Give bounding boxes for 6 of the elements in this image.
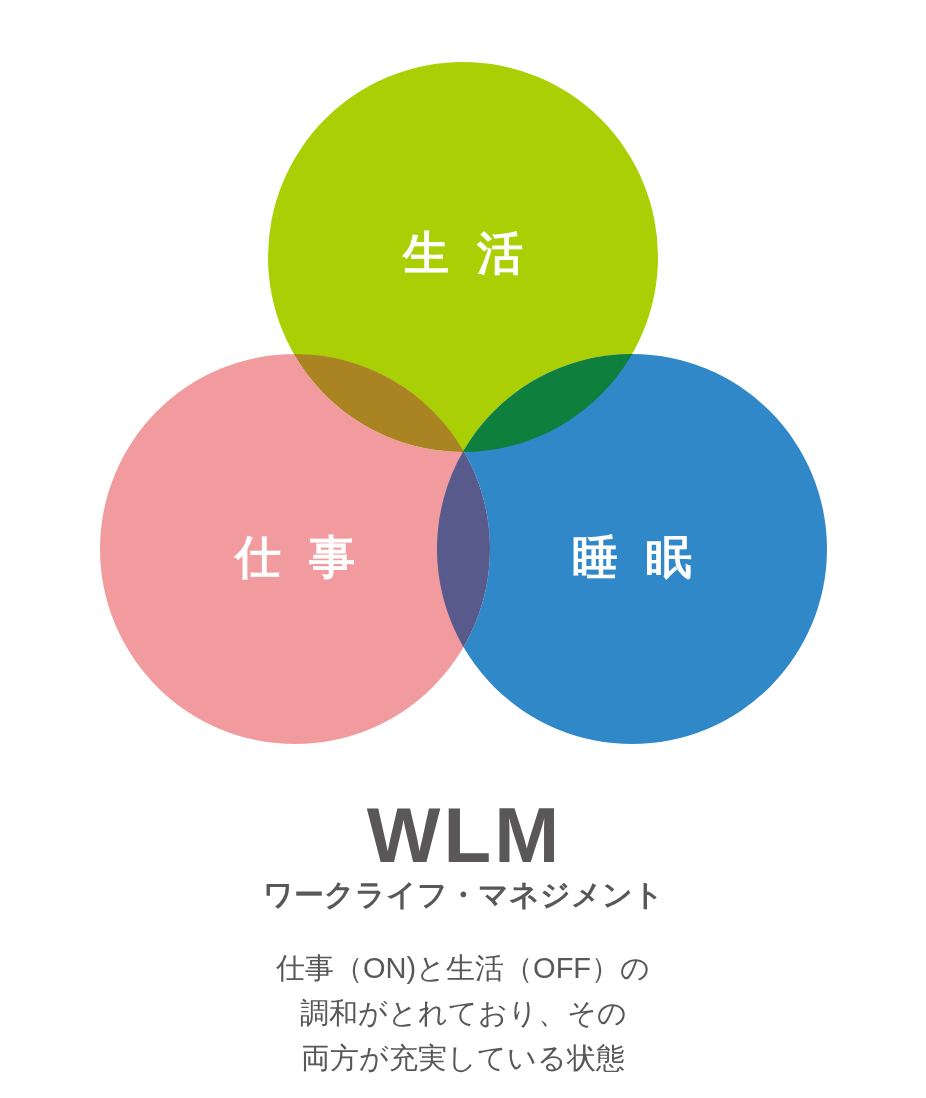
caption: 仕事（ON)と生活（OFF）の調和がとれており、その両方が充実している状態 [274,951,652,1076]
circle-label: 生活 [401,230,551,276]
circle-label: 睡眠 [571,534,720,580]
circle-label: 仕事 [233,534,383,580]
subtitle: ワークライフ・マネジメント [262,880,664,910]
title: WLM [365,796,563,874]
